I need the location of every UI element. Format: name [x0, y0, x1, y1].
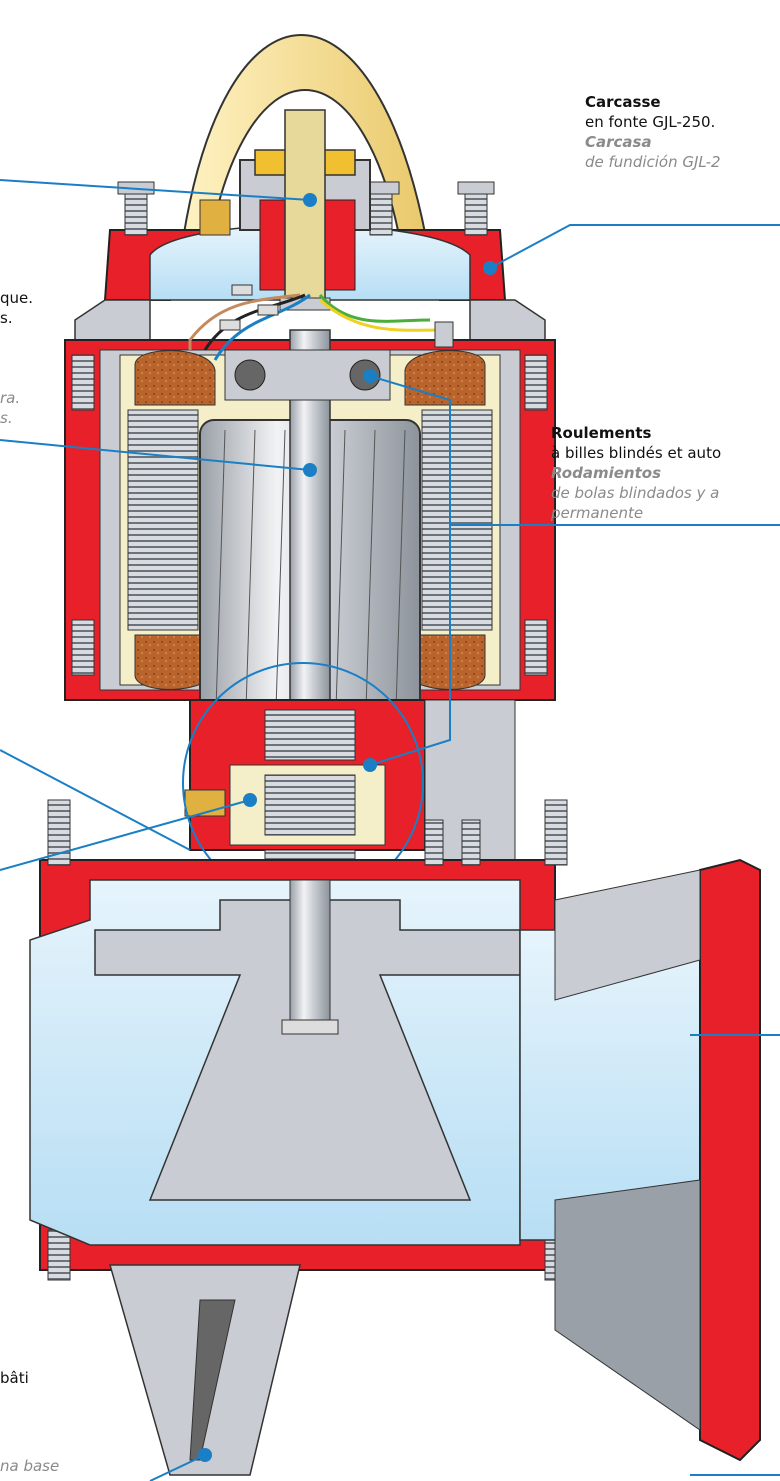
leader-cable	[0, 179, 311, 201]
left-top-es2: s.	[0, 409, 13, 427]
bolt	[124, 189, 148, 236]
roulements-text-es: de bolas blindados y a	[551, 484, 720, 502]
bolt	[71, 619, 95, 676]
leader-base	[149, 1454, 206, 1481]
bolt	[47, 1229, 71, 1281]
outlet-cone-bottom	[554, 1179, 701, 1431]
ground-terminal	[434, 321, 454, 348]
carcasse-title-es: Carcasa	[585, 133, 652, 151]
left-bottom-es1: na base	[0, 1457, 60, 1475]
cable-sleeve	[284, 109, 326, 301]
bolt	[464, 189, 488, 236]
impeller-hub	[289, 879, 331, 1021]
bolt	[424, 819, 444, 866]
roulements-text-fr: à billes blindés et auto	[551, 444, 722, 462]
label-left-top-es: ra. s.	[0, 388, 20, 428]
left-top-es1: ra.	[0, 389, 21, 407]
leader-roulements	[369, 375, 780, 526]
carcasse-text-fr: en fonte GJL-250.	[585, 113, 716, 131]
mechanical-seal-spring-2	[264, 774, 356, 836]
label-roulements: Roulements à billes blindés et auto Roda…	[551, 423, 721, 523]
left-top-line1: que.	[0, 289, 34, 307]
outlet-flange	[699, 858, 761, 1462]
label-carcasse: Carcasse en fonte GJL-250. Carcasa de fu…	[585, 92, 721, 172]
bolt	[524, 354, 548, 411]
leader-carcasse	[489, 224, 780, 269]
stator-left	[127, 409, 199, 631]
roulements-text-es-2: permanente	[551, 504, 644, 522]
winding-top-left	[134, 350, 216, 406]
label-left-bottom: bâti	[0, 1368, 29, 1388]
bolt	[544, 799, 568, 866]
leader-lines	[0, 179, 780, 1481]
leader-oil	[0, 799, 251, 871]
winding-top-right	[404, 350, 486, 406]
brass-screw	[199, 199, 231, 236]
label-left-bottom-es: na base	[0, 1456, 59, 1476]
roulements-title-es: Rodamientos	[551, 464, 661, 482]
stator-right	[421, 409, 493, 631]
bolt	[524, 619, 548, 676]
left-bottom-line1: bâti	[0, 1369, 29, 1387]
roulements-title-fr: Roulements	[551, 424, 652, 442]
label-left-top: que. s.	[0, 288, 33, 328]
bolt	[461, 819, 481, 866]
left-top-line2: s.	[0, 309, 13, 327]
mechanical-seal-spring	[264, 709, 356, 761]
carcasse-title-fr: Carcasse	[585, 93, 661, 111]
upper-bearing	[224, 349, 391, 401]
base-rib	[189, 1299, 236, 1461]
bolt	[369, 189, 393, 236]
leader-rotor	[0, 439, 311, 471]
bolt	[47, 799, 71, 866]
bolt	[71, 354, 95, 411]
outlet-cone	[554, 869, 701, 1001]
leader-seal	[0, 749, 191, 851]
carcasse-text-es: de fundición GJL-2	[585, 153, 721, 171]
